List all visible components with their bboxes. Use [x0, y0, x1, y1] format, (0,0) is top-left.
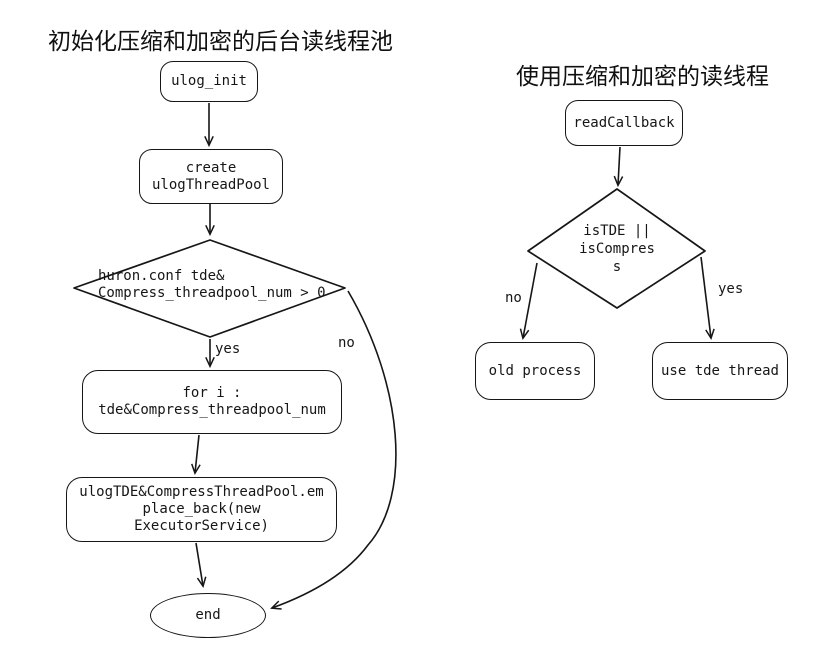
edge-label-no-right: no — [505, 290, 522, 306]
edge-label-yes-left: yes — [215, 341, 241, 357]
node-use-tde-thread: use tde thread — [652, 342, 788, 400]
node-old-process: old process — [475, 342, 595, 400]
edge-label-yes-right: yes — [718, 281, 744, 297]
edge-decision-no-to-oldprocess — [519, 262, 538, 341]
edge-emplace-to-end — [195, 542, 207, 589]
edge-for-to-emplace — [191, 434, 201, 476]
edge-decision-yes-to-usetde — [700, 256, 715, 341]
node-ulog-init: ulog_init — [160, 61, 258, 102]
left-decision-text: huron.conf tde& Compress_threadpool_num … — [98, 268, 326, 301]
node-create-threadpool: create ulogThreadPool — [139, 149, 283, 204]
left-chart-title: 初始化压缩和加密的后台读线程池 — [48, 29, 393, 55]
right-chart-title: 使用压缩和加密的读线程 — [516, 64, 769, 90]
node-for-loop: for i : tde&Compress_threadpool_num — [82, 370, 342, 434]
node-end: end — [150, 593, 266, 638]
node-read-callback: readCallback — [565, 100, 683, 146]
left-decision-diamond — [73, 239, 346, 338]
right-decision-text: isTDE || isCompres s — [579, 223, 655, 275]
right-decision-diamond — [527, 188, 706, 309]
node-emplace-back: ulogTDE&CompressThreadPool.em place_back… — [66, 477, 337, 542]
edge-label-no-left: no — [338, 335, 355, 351]
edge-decision-no-to-end — [270, 290, 397, 610]
edge-readcallback-to-decision — [613, 146, 624, 188]
